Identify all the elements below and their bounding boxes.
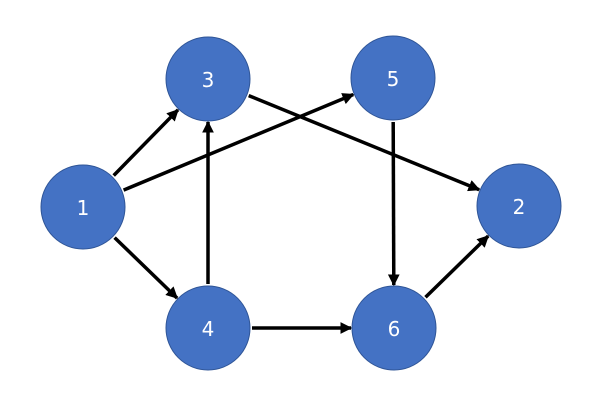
edge-3-to-2: [248, 93, 481, 192]
nodes-layer: 1 2 3 4 5 6: [40, 35, 562, 371]
node-1-label: 1: [77, 196, 90, 220]
node-4[interactable]: 4: [165, 285, 251, 371]
edge-1-to-4: [113, 236, 179, 300]
node-3-label: 3: [202, 68, 215, 92]
node-2[interactable]: 2: [476, 163, 562, 249]
edge-1-to-3: [112, 108, 180, 177]
node-1[interactable]: 1: [40, 164, 126, 250]
node-2-circle: [476, 163, 562, 249]
node-5[interactable]: 5: [350, 35, 436, 121]
edge-1-to-5: [122, 92, 355, 192]
node-3-circle: [165, 36, 251, 122]
node-4-circle: [165, 285, 251, 371]
node-5-circle: [350, 35, 436, 121]
node-5-label: 5: [387, 67, 400, 91]
node-1-circle: [40, 164, 126, 250]
node-4-label: 4: [202, 317, 215, 341]
edge-6-to-2: [424, 234, 490, 299]
edge-5-to-6: [387, 121, 400, 287]
edges-layer: [112, 92, 490, 334]
node-6[interactable]: 6: [351, 285, 437, 371]
node-6-circle: [351, 285, 437, 371]
node-3[interactable]: 3: [165, 36, 251, 122]
node-2-label: 2: [513, 195, 526, 219]
node-6-label: 6: [388, 317, 401, 341]
